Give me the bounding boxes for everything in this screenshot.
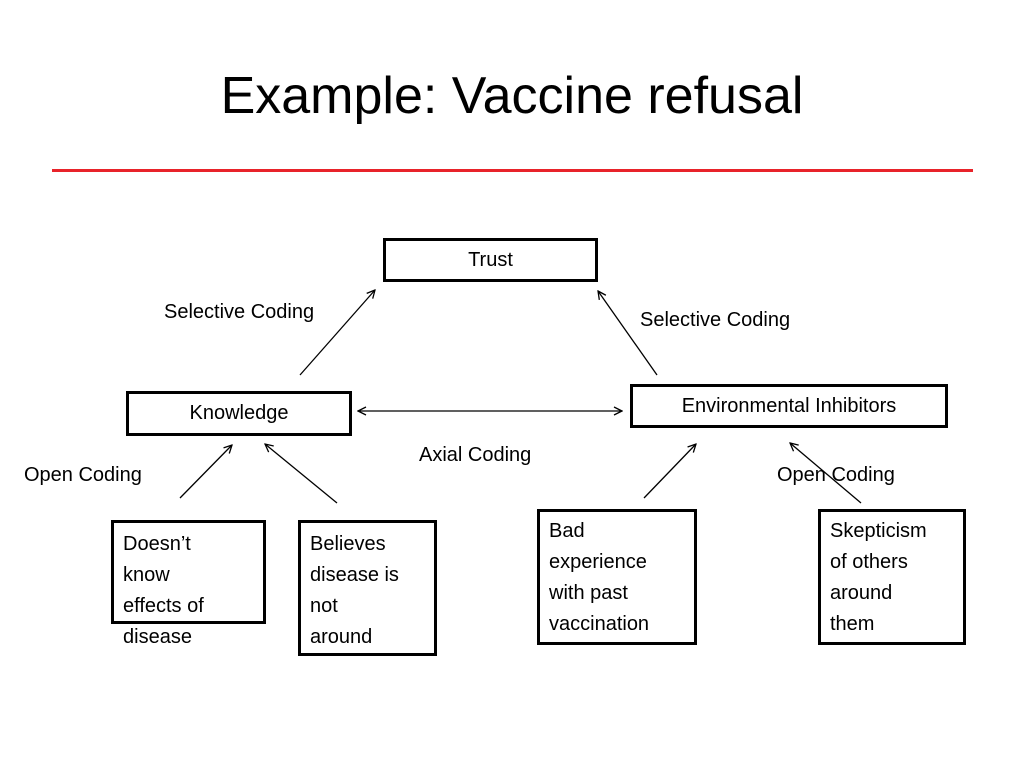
arrow-believes-to-knowledge — [265, 444, 338, 504]
label-selective-coding-left: Selective Coding — [164, 301, 315, 323]
node-bad-experience: Bad experience with past vaccination — [537, 509, 697, 645]
label-open-coding-right: Open Coding — [777, 464, 895, 486]
label-open-coding-left: Open Coding — [24, 464, 142, 486]
node-trust: Trust — [383, 238, 598, 282]
label-selective-coding-right: Selective Coding — [640, 309, 791, 331]
node-knowledge: Knowledge — [126, 391, 352, 436]
arrow-skepticism-to-environmental — [790, 443, 862, 504]
label-axial-coding: Axial Coding — [419, 444, 532, 466]
node-skepticism: Skepticism of others around them — [818, 509, 966, 645]
node-believes-disease-not-around: Believes disease is not around — [298, 520, 437, 656]
title-divider — [52, 169, 973, 172]
arrow-doesnt-know-to-knowledge — [179, 445, 232, 499]
arrow-knowledge-to-trust — [299, 290, 375, 376]
node-doesnt-know-effects: Doesn’t know effects of disease — [111, 520, 266, 648]
node-environmental-inhibitors: Environmental Inhibitors — [630, 384, 948, 428]
slide-title: Example: Vaccine refusal — [220, 67, 804, 125]
arrow-bad-experience-to-environmental — [643, 444, 696, 499]
arrow-environmental-to-trust — [598, 291, 658, 376]
